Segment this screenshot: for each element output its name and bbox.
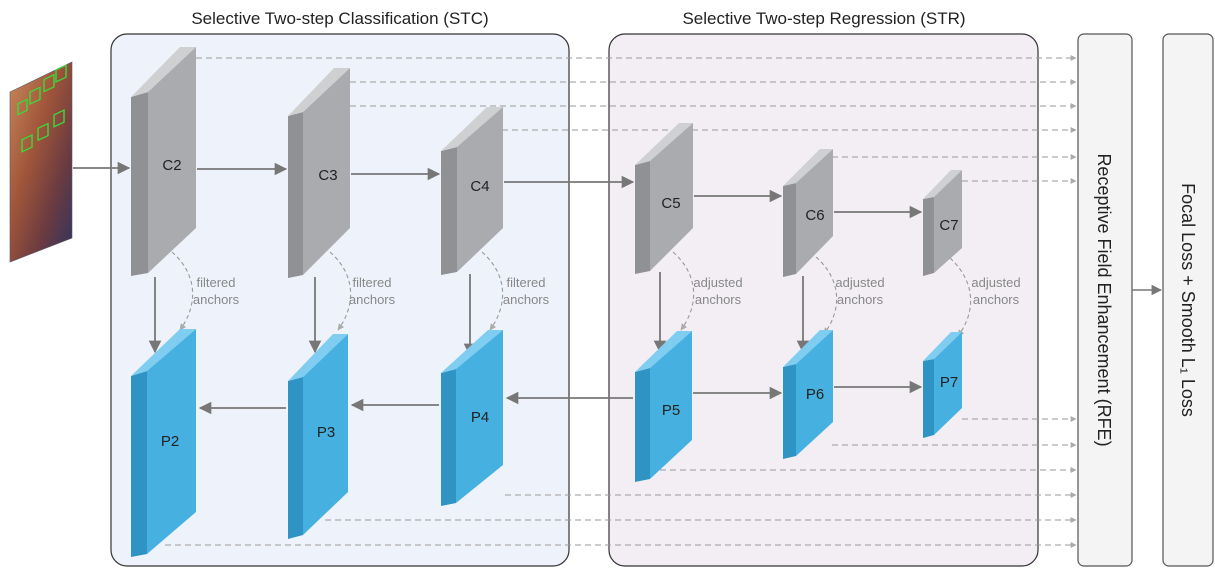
ann-filtered-1b: anchors bbox=[193, 292, 240, 307]
rfe-block bbox=[1077, 33, 1133, 567]
ann-filtered-2b: anchors bbox=[349, 292, 396, 307]
layer-c6: C6 bbox=[783, 149, 833, 277]
layer-c4: C4 bbox=[441, 107, 503, 275]
ann-filtered-1a: filtered bbox=[196, 275, 235, 290]
rfe-label: Receptive Field Enhancement (RFE) bbox=[1094, 153, 1114, 446]
layer-p6: P6 bbox=[783, 330, 833, 459]
pyramid-layers: P2 P3 P4 P5 P6 bbox=[131, 329, 962, 557]
layer-p2: P2 bbox=[131, 329, 196, 557]
label-p4: P4 bbox=[471, 409, 489, 426]
layer-c2: C2 bbox=[131, 47, 196, 276]
input-image bbox=[9, 61, 73, 263]
layer-p7: P7 bbox=[923, 332, 962, 438]
layer-p4: P4 bbox=[441, 330, 503, 506]
pyramid-arrows bbox=[198, 380, 923, 415]
label-p3: P3 bbox=[317, 424, 335, 441]
ann-adjusted-2a: adjusted bbox=[835, 275, 884, 290]
layer-p5: P5 bbox=[635, 331, 692, 482]
ann-adjusted-1b: anchors bbox=[695, 292, 742, 307]
label-p6: P6 bbox=[806, 386, 824, 403]
layer-c5: C5 bbox=[635, 123, 693, 274]
layer-c3: C3 bbox=[288, 68, 350, 278]
ann-adjusted-1a: adjusted bbox=[693, 275, 742, 290]
ann-adjusted-2b: anchors bbox=[837, 292, 884, 307]
loss-label: Focal Loss + Smooth L₁ Loss bbox=[1178, 183, 1198, 417]
label-c5: C5 bbox=[661, 195, 680, 212]
str-title: Selective Two-step Regression (STR) bbox=[682, 9, 965, 28]
lateral-arrows bbox=[148, 272, 810, 357]
layer-p3: P3 bbox=[288, 334, 348, 539]
layer-c7: C7 bbox=[923, 170, 962, 276]
backbone-arrows bbox=[197, 162, 923, 219]
label-p2: P2 bbox=[161, 433, 179, 450]
stc-title: Selective Two-step Classification (STC) bbox=[191, 9, 488, 28]
ann-adjusted-3a: adjusted bbox=[971, 275, 1020, 290]
label-c3: C3 bbox=[318, 167, 337, 184]
ann-filtered-3a: filtered bbox=[506, 275, 545, 290]
label-c4: C4 bbox=[470, 178, 489, 195]
label-c6: C6 bbox=[805, 207, 824, 224]
ann-filtered-2a: filtered bbox=[352, 275, 391, 290]
feature-dashed-lines bbox=[165, 55, 1077, 548]
loss-block bbox=[1162, 33, 1214, 567]
label-p5: P5 bbox=[662, 402, 680, 419]
ann-adjusted-3b: anchors bbox=[973, 292, 1020, 307]
anchor-annotations: filtered anchors filtered anchors filter… bbox=[193, 275, 1021, 307]
backbone-layers: C2 C3 C4 C5 C6 bbox=[131, 47, 962, 278]
label-p7: P7 bbox=[940, 374, 958, 391]
anchor-curves bbox=[171, 251, 972, 337]
ann-filtered-3b: anchors bbox=[503, 292, 550, 307]
label-c7: C7 bbox=[939, 217, 958, 234]
label-c2: C2 bbox=[162, 157, 181, 174]
